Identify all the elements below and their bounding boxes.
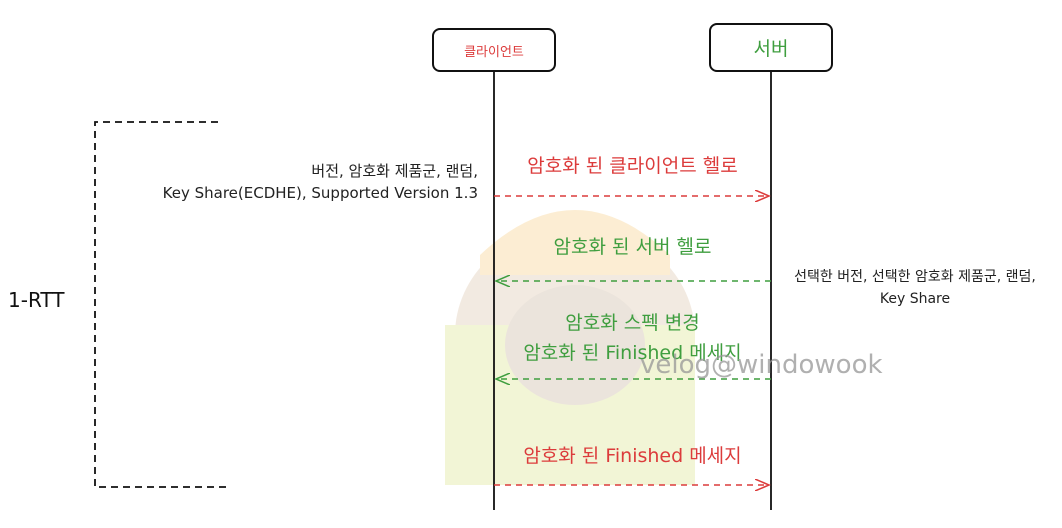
server-note-line2: Key Share [790, 288, 1040, 310]
client-note-line2: Key Share(ECDHE), Supported Version 1.3 [163, 182, 478, 204]
server-note-line1: 선택한 버전, 선택한 암호화 제품군, 랜덤, [790, 266, 1040, 288]
server-note: 선택한 버전, 선택한 암호화 제품군, 랜덤, Key Share [790, 266, 1040, 310]
message-label-client-hello: 암호화 된 클라이언트 헬로 [494, 151, 771, 178]
client-participant-box: 클라이언트 [432, 28, 556, 72]
client-note: 버전, 암호화 제품군, 랜덤, Key Share(ECDHE), Suppo… [163, 160, 478, 204]
server-participant-label: 서버 [754, 34, 789, 61]
message-label-client-finished: 암호화 된 Finished 메세지 [494, 441, 771, 468]
rtt-label: 1-RTT [8, 288, 64, 312]
server-participant-box: 서버 [709, 23, 833, 72]
watermark: velog@windowook [640, 350, 883, 380]
client-participant-label: 클라이언트 [464, 41, 524, 60]
message-label-server-hello: 암호화 된 서버 헬로 [494, 232, 771, 259]
message-label-change-cipher-spec: 암호화 스펙 변경 [494, 308, 771, 335]
client-note-line1: 버전, 암호화 제품군, 랜덤, [163, 160, 478, 182]
